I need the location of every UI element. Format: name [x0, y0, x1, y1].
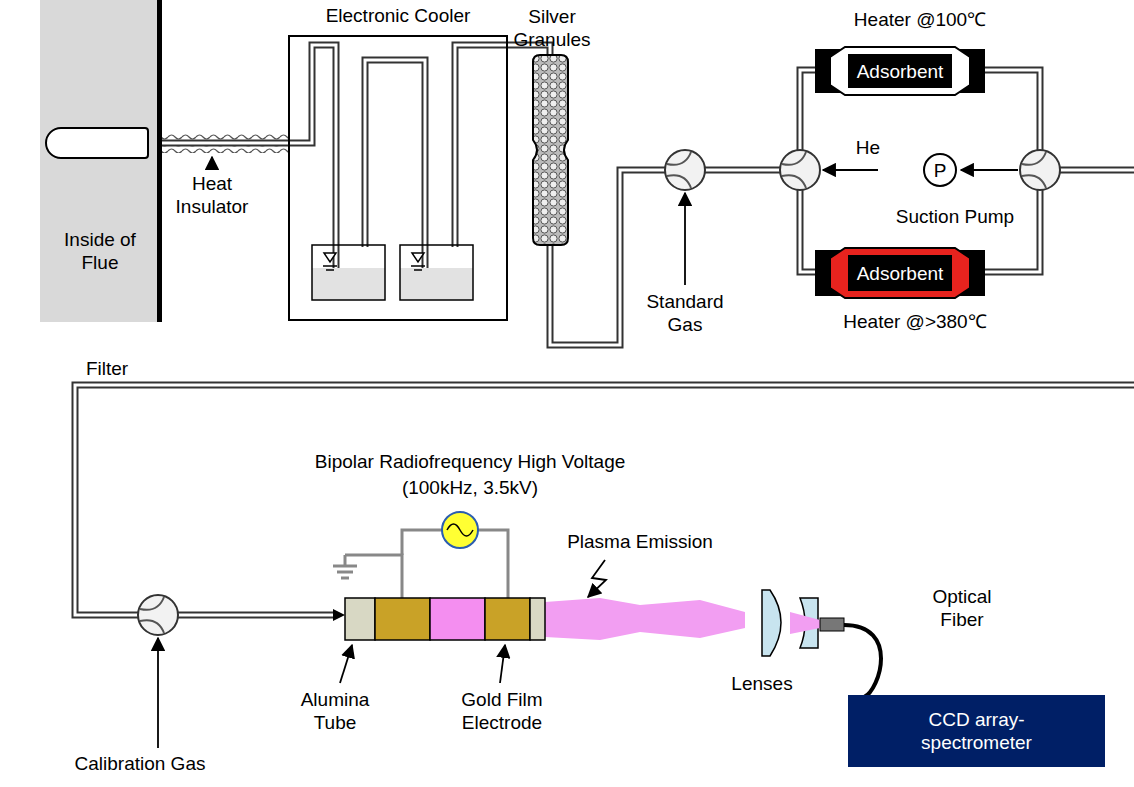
impinger-bottles — [312, 245, 473, 300]
part-label: Gold Film Electrode — [452, 688, 552, 734]
part-label: Suction Pump — [875, 205, 1035, 228]
node-text: Adsorbent — [857, 262, 944, 285]
tube-bore — [705, 169, 780, 172]
high-voltage-wiring — [333, 530, 508, 598]
tube-wall — [75, 385, 1134, 615]
plasma-emission — [545, 598, 745, 640]
cooler-box: Electronic Cooler — [288, 35, 508, 321]
adsorbent-body — [830, 248, 970, 298]
ac-source-wave — [447, 524, 473, 536]
pump-circle: P — [923, 153, 957, 187]
node-text: Filter — [62, 357, 152, 380]
inlet-arrowhead — [333, 609, 345, 621]
valve-port — [140, 620, 164, 633]
part-label: Heater @100℃ — [810, 8, 1030, 31]
pointer-arrows — [158, 157, 1018, 748]
tube-wall — [800, 190, 817, 272]
ac-source — [442, 512, 478, 548]
valve-port — [782, 175, 806, 188]
valve — [1020, 150, 1060, 190]
valve-port — [1022, 175, 1046, 188]
valve — [780, 150, 820, 190]
adsorbent-body — [830, 47, 970, 95]
tube-bore — [983, 70, 1040, 150]
part-label: Standard Gas — [640, 290, 730, 336]
part-label: Heater @>380℃ — [805, 310, 1025, 333]
tube-wall — [705, 167, 780, 174]
part-label: Bipolar Radiofrequency High Voltage — [260, 450, 680, 473]
part-label: Heat Insulator — [162, 172, 262, 218]
box-heading: Electronic Cooler — [270, 4, 526, 27]
sample-line — [149, 143, 288, 144]
optical-fiber — [844, 625, 881, 697]
tube-bore — [800, 190, 817, 272]
flue-region: Inside of Flue Filter — [40, 0, 162, 322]
plasma-pointer — [588, 560, 606, 597]
node-text: Adsorbent — [857, 60, 944, 83]
part-label: Silver Granules — [507, 5, 597, 51]
tube-bore — [800, 70, 817, 150]
adsorbent-label-ground — [848, 54, 952, 88]
tube-bore — [365, 60, 425, 285]
tube-wall — [365, 60, 425, 285]
tube-bore — [75, 385, 1134, 615]
tube-bore — [149, 142, 288, 145]
tube-wall — [983, 70, 1040, 150]
tube-wall — [149, 140, 288, 147]
valve-port — [667, 175, 691, 188]
adsorbent-label-ground — [848, 255, 952, 291]
part-label: He — [848, 136, 888, 159]
valves — [138, 150, 1060, 635]
adsorbent-heater: Adsorbent — [815, 45, 985, 97]
valve — [138, 595, 178, 635]
gas-tubing — [75, 45, 1134, 621]
valve-port — [1022, 152, 1046, 165]
tube-wall — [1060, 167, 1134, 174]
spectrometer-box: CCD array- spectrometer — [848, 695, 1105, 767]
valve — [665, 150, 705, 190]
lens — [762, 590, 781, 656]
alumina-tube — [345, 598, 545, 640]
part-label: Optical Fiber — [922, 585, 1002, 631]
filter-box: Filter — [45, 127, 149, 159]
node-text: P — [934, 159, 947, 182]
node-text: CCD array- spectrometer — [912, 708, 1042, 754]
tube-bore — [983, 190, 1040, 272]
valve-port — [782, 152, 806, 165]
part-label: Calibration Gas — [30, 752, 250, 775]
part-label: (100kHz, 3.5kV) — [360, 476, 580, 499]
tube-bore — [178, 614, 335, 617]
valve-port — [667, 152, 691, 165]
tube-wall — [983, 190, 1040, 272]
tube-wall — [800, 70, 817, 150]
fiber-connector — [820, 618, 844, 631]
tube-wall — [178, 612, 335, 619]
part-label: Lenses — [717, 672, 807, 695]
focused-light — [790, 612, 820, 634]
valve-port — [140, 597, 164, 610]
tube-bore — [1060, 169, 1134, 172]
silver-granules-column — [533, 55, 568, 245]
part-label: Alumina Tube — [290, 688, 380, 734]
adsorbent-heater: Adsorbent — [815, 246, 985, 300]
node-text: Inside of Flue — [55, 228, 145, 274]
part-label: Plasma Emission — [550, 530, 730, 553]
